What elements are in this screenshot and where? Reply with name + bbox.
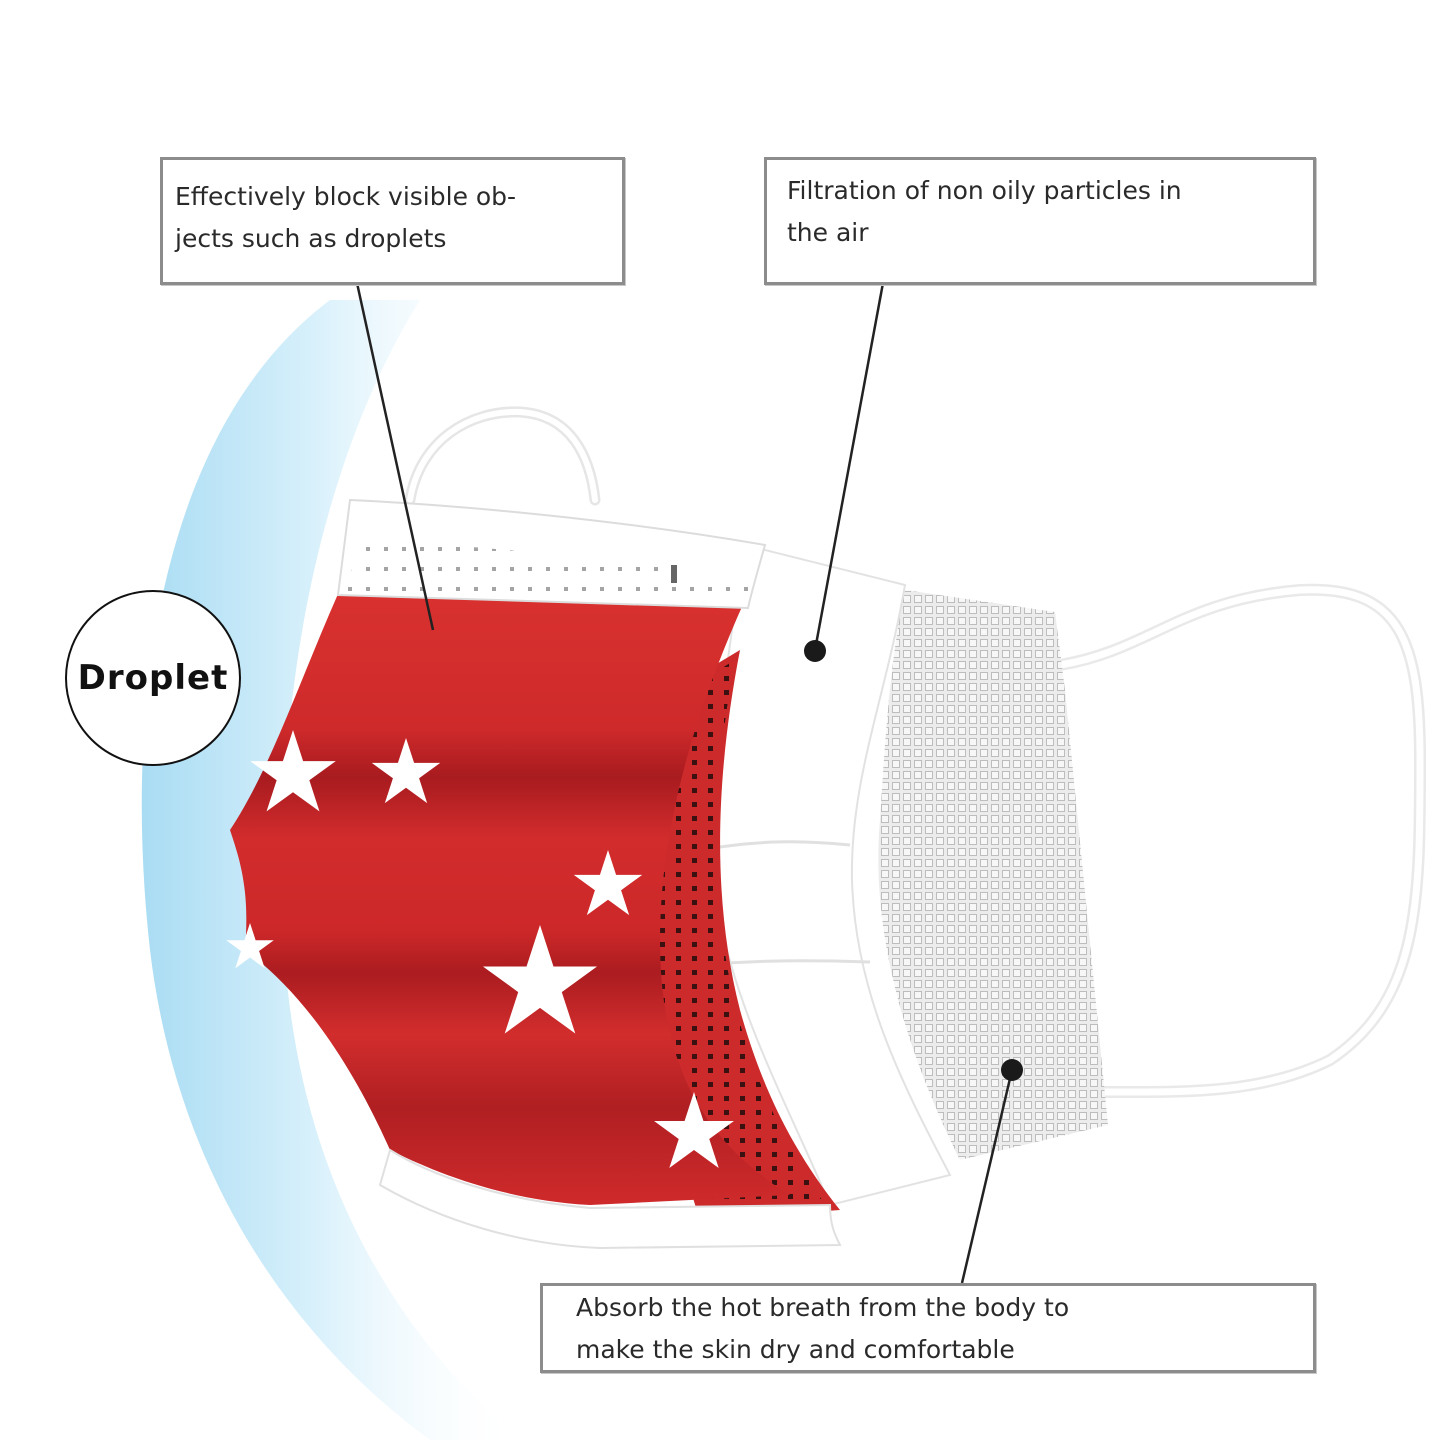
- droplet-shield-icon: [141, 300, 521, 1440]
- callout-block-line-2: jects such as droplets: [175, 224, 447, 253]
- callout-absorb-line-1: Absorb the hot breath from the body to: [576, 1293, 1070, 1322]
- outer-red-layer: [230, 594, 790, 1205]
- inner-mesh-layer: [878, 590, 1108, 1160]
- leader-line-block: [355, 282, 435, 631]
- callout-block-droplets: Effectively block visible ob- jects such…: [160, 157, 625, 285]
- callout-filtration: Filtration of non oily particles in the …: [764, 157, 1316, 285]
- leader-line-absorb: [960, 1069, 1014, 1284]
- callout-filtration-line-2: the air: [787, 218, 869, 247]
- pointer-dot-absorb: [1001, 1059, 1023, 1081]
- bottom-binding-strip: [378, 1148, 842, 1250]
- leader-line-filtration: [813, 282, 885, 651]
- droplet-badge: Droplet: [65, 590, 241, 766]
- callout-block-line-1: Effectively block visible ob-: [175, 182, 517, 211]
- callout-filtration-line-1: Filtration of non oily particles in: [787, 176, 1182, 205]
- ear-loop-top-icon: [404, 406, 601, 506]
- callout-absorb-breath: Absorb the hot breath from the body to m…: [540, 1283, 1316, 1373]
- callout-absorb-line-2: make the skin dry and comfortable: [576, 1335, 1015, 1364]
- pointer-dot-filtration: [804, 640, 826, 662]
- ear-loop-right-icon: [1054, 583, 1427, 1099]
